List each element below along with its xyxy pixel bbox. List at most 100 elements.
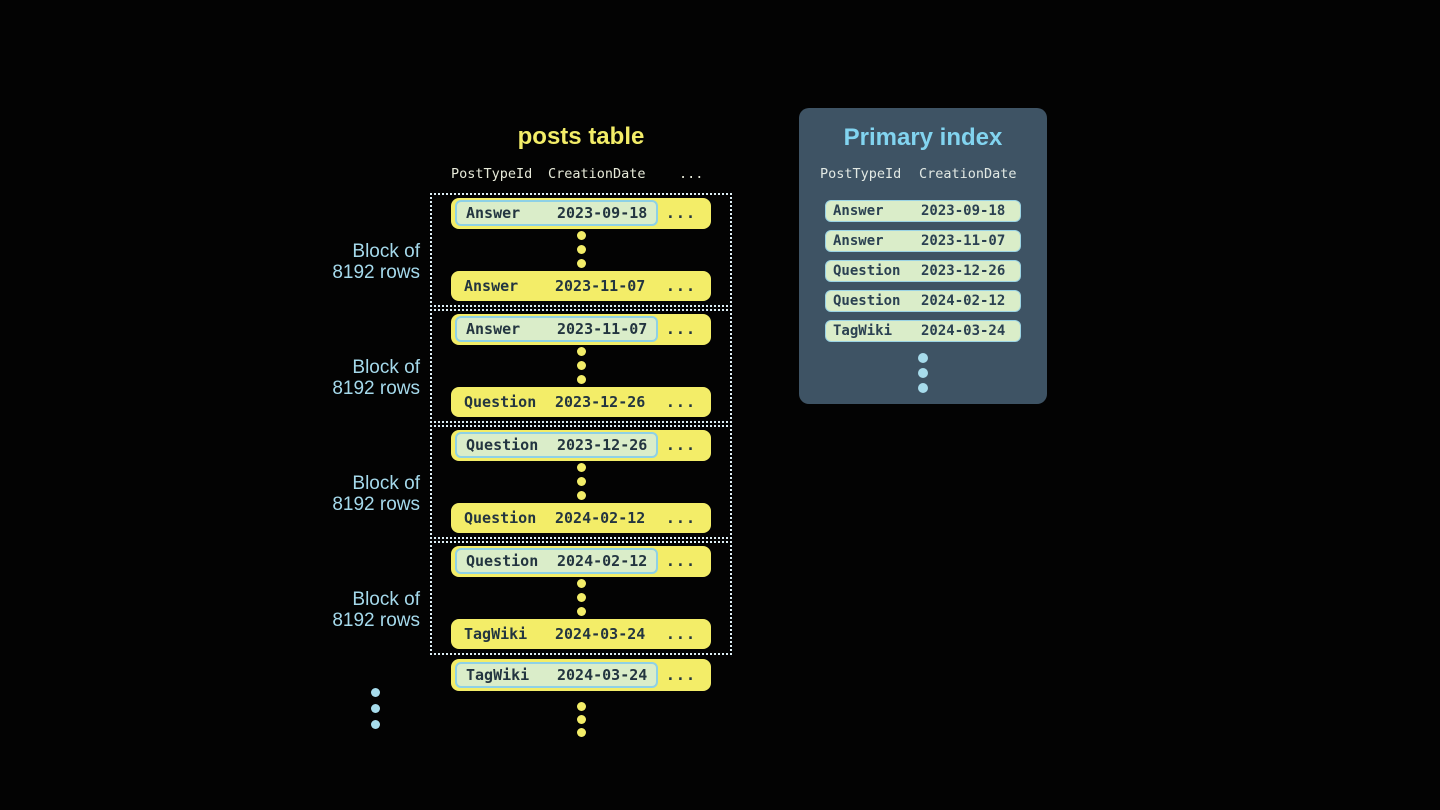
- cell-more-columns: ...: [665, 436, 696, 455]
- primary-index-title: Primary index: [843, 124, 1003, 151]
- cell-post-type: Answer: [466, 320, 521, 339]
- hidden-rows-ellipsis-icon: [576, 345, 586, 387]
- row-highlight-box: TagWiki 2024-03-24: [455, 662, 659, 688]
- cell-post-type: Answer: [466, 204, 521, 223]
- posts-block-3: Question 2023-12-26 ... Question 2024-02…: [430, 425, 732, 539]
- index-entry: Answer 2023-11-07: [825, 230, 1021, 252]
- dot: [371, 703, 380, 713]
- dot: [576, 259, 586, 268]
- hidden-rows-ellipsis-icon: [576, 229, 586, 271]
- column-header-creationdate: CreationDate: [548, 166, 646, 182]
- cell-creation-date: 2024-02-12: [921, 293, 1006, 309]
- cell-post-type: Question: [833, 293, 901, 309]
- dot: [576, 375, 586, 384]
- posts-block-4: Question 2024-02-12 ... TagWiki 2024-03-…: [430, 541, 732, 655]
- cell-creation-date: 2024-03-24: [921, 323, 1006, 339]
- row-highlight-box: Question 2023-12-26: [455, 432, 659, 459]
- cell-more-columns: ...: [665, 276, 696, 295]
- cell-creation-date: 2023-11-07: [921, 233, 1006, 249]
- dot: [371, 719, 380, 729]
- block-label-line: 8192 rows: [332, 494, 420, 515]
- block-label-line: 8192 rows: [332, 262, 420, 283]
- dot: [371, 687, 380, 697]
- cell-creation-date: 2023-12-26: [557, 436, 648, 455]
- cell-more-columns: ...: [665, 624, 696, 643]
- dot: [576, 361, 586, 370]
- block-label-line: 8192 rows: [332, 610, 420, 631]
- cell-creation-date: 2023-09-18: [557, 204, 648, 223]
- dot: [576, 607, 586, 616]
- cell-more-columns: ...: [665, 204, 696, 223]
- posts-table-title: posts table: [517, 123, 645, 150]
- cell-creation-date: 2024-03-24: [557, 666, 648, 684]
- primary-index-panel: Primary index PostTypeId CreationDate An…: [799, 108, 1047, 404]
- block-label-line: Block of: [352, 473, 420, 494]
- table-row: Question 2024-02-12 ...: [451, 546, 711, 577]
- cell-post-type: Question: [464, 508, 537, 527]
- cell-more-columns: ...: [665, 320, 696, 339]
- dot: [918, 382, 928, 393]
- dot: [576, 463, 586, 472]
- block-label-line: Block of: [352, 357, 420, 378]
- posts-block-1: Answer 2023-09-18 ... Answer 2023-11-07 …: [430, 193, 732, 307]
- cell-creation-date: 2023-12-26: [555, 392, 646, 411]
- dot: [576, 231, 586, 240]
- block-label-line: 8192 rows: [332, 378, 420, 399]
- cell-creation-date: 2024-02-12: [557, 552, 648, 571]
- cell-post-type: Question: [466, 436, 539, 455]
- row-highlight-box: Answer 2023-11-07: [455, 316, 659, 343]
- index-entry: Answer 2023-09-18: [825, 200, 1021, 222]
- cell-post-type: TagWiki: [464, 624, 528, 643]
- block-label-3: Block of 8192 rows: [230, 473, 420, 515]
- column-header-posttypeid: PostTypeId: [820, 166, 902, 182]
- more-blocks-ellipsis-icon: [371, 684, 380, 732]
- dot: [576, 245, 586, 254]
- index-entry: Question 2024-02-12: [825, 290, 1021, 312]
- dot: [576, 715, 586, 724]
- table-row: TagWiki 2024-03-24 ...: [451, 618, 711, 649]
- cell-more-columns: ...: [665, 552, 696, 571]
- block-label-1: Block of 8192 rows: [230, 241, 420, 283]
- dot: [576, 702, 586, 711]
- dot: [918, 352, 928, 363]
- posts-table-column-headers: PostTypeId CreationDate ...: [430, 165, 732, 183]
- table-row: Question 2024-02-12 ...: [451, 502, 711, 533]
- table-row: Answer 2023-11-07 ...: [451, 314, 711, 345]
- cell-post-type: TagWiki: [466, 666, 530, 684]
- cell-post-type: Question: [464, 392, 537, 411]
- cell-post-type: Answer: [833, 233, 884, 249]
- cell-post-type: Question: [833, 263, 901, 279]
- table-row: Answer 2023-09-18 ...: [451, 198, 711, 229]
- cell-post-type: Answer: [833, 203, 884, 219]
- dot: [576, 728, 586, 737]
- cell-more-columns: ...: [665, 508, 696, 527]
- dot: [576, 477, 586, 486]
- cell-creation-date: 2023-11-07: [555, 276, 646, 295]
- posts-table: posts table PostTypeId CreationDate ... …: [430, 123, 732, 739]
- primary-index-column-headers: PostTypeId CreationDate: [799, 165, 1047, 183]
- dot: [918, 367, 928, 378]
- dot: [576, 593, 586, 602]
- table-row: Answer 2023-11-07 ...: [451, 270, 711, 301]
- more-rows-ellipsis-icon: [430, 700, 732, 739]
- hidden-rows-ellipsis-icon: [576, 461, 586, 503]
- posts-block-2: Answer 2023-11-07 ... Question 2023-12-2…: [430, 309, 732, 423]
- cell-creation-date: 2024-03-24: [555, 624, 646, 643]
- cell-creation-date: 2023-12-26: [921, 263, 1006, 279]
- more-index-entries-ellipsis-icon: [799, 350, 1047, 395]
- row-highlight-box: Question 2024-02-12: [455, 548, 659, 575]
- cell-more-columns: ...: [665, 392, 696, 411]
- cell-creation-date: 2023-09-18: [921, 203, 1006, 219]
- posts-table-blocks: Answer 2023-09-18 ... Answer 2023-11-07 …: [430, 193, 732, 655]
- cell-post-type: Question: [466, 552, 539, 571]
- column-header-creationdate: CreationDate: [919, 166, 1017, 182]
- cell-creation-date: 2023-11-07: [557, 320, 648, 339]
- dot: [576, 347, 586, 356]
- column-header-more: ...: [679, 166, 704, 182]
- row-highlight-box: Answer 2023-09-18: [455, 200, 659, 227]
- table-row: TagWiki 2024-03-24 ...: [451, 659, 711, 691]
- table-row: Question 2023-12-26 ...: [451, 386, 711, 417]
- primary-index-rows: Answer 2023-09-18 Answer 2023-11-07 Ques…: [799, 200, 1047, 342]
- block-label-line: Block of: [352, 589, 420, 610]
